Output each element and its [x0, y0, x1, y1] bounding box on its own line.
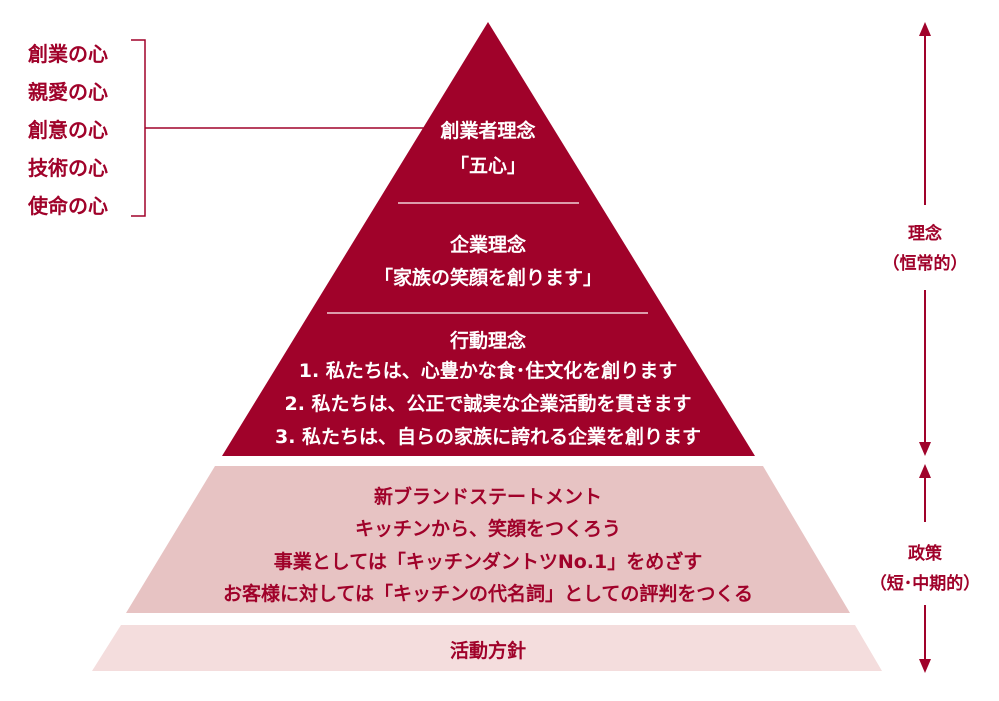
corporate-subtitle: 「家族の笑顔を創ります」: [373, 267, 602, 289]
brand-line: 新ブランドステートメント: [373, 486, 602, 508]
brand-line: キッチンから、笑顔をつくろう: [354, 518, 621, 540]
philosophy-sublabel: （恒常的）: [882, 254, 968, 274]
philosophy-arrow-up-icon: [919, 22, 931, 36]
policy-arrow-up-icon: [919, 464, 931, 478]
action-item: 2. 私たちは、公正で誠実な企業活動を貫きます: [284, 393, 692, 415]
founder-title: 創業者理念: [440, 120, 536, 142]
policy-sublabel: （短･中期的）: [869, 574, 981, 594]
activity-label: 活動方針: [449, 640, 526, 662]
brand-trapezoid: [126, 466, 850, 613]
founder-subtitle: 「五心」: [449, 155, 526, 177]
policy-arrow-down-icon: [919, 659, 931, 673]
five-heart-item: 技術の心: [28, 156, 108, 180]
action-title: 行動理念: [449, 330, 526, 352]
five-heart-item: 創意の心: [28, 118, 108, 142]
action-item: 1. 私たちは、心豊かな食･住文化を創ります: [298, 360, 678, 382]
brand-line: お客様に対しては「キッチンの代名詞」としての評判をつくる: [222, 583, 754, 605]
action-item: 3. 私たちは、自らの家族に誇れる企業を創ります: [274, 426, 702, 448]
five-hearts-bracket: [131, 39, 146, 217]
corporate-title: 企業理念: [449, 234, 526, 256]
policy-label: 政策: [908, 544, 942, 564]
brand-line: 事業としては「キッチンダントツNo.1」をめざす: [273, 551, 703, 573]
five-heart-item: 使命の心: [28, 194, 108, 218]
philosophy-triangle: [222, 22, 755, 456]
five-heart-item: 創業の心: [28, 42, 108, 66]
philosophy-arrow-down-icon: [919, 442, 931, 456]
philosophy-label: 理念: [908, 224, 942, 244]
activity-trapezoid: [92, 625, 882, 671]
five-heart-item: 親愛の心: [28, 80, 108, 104]
